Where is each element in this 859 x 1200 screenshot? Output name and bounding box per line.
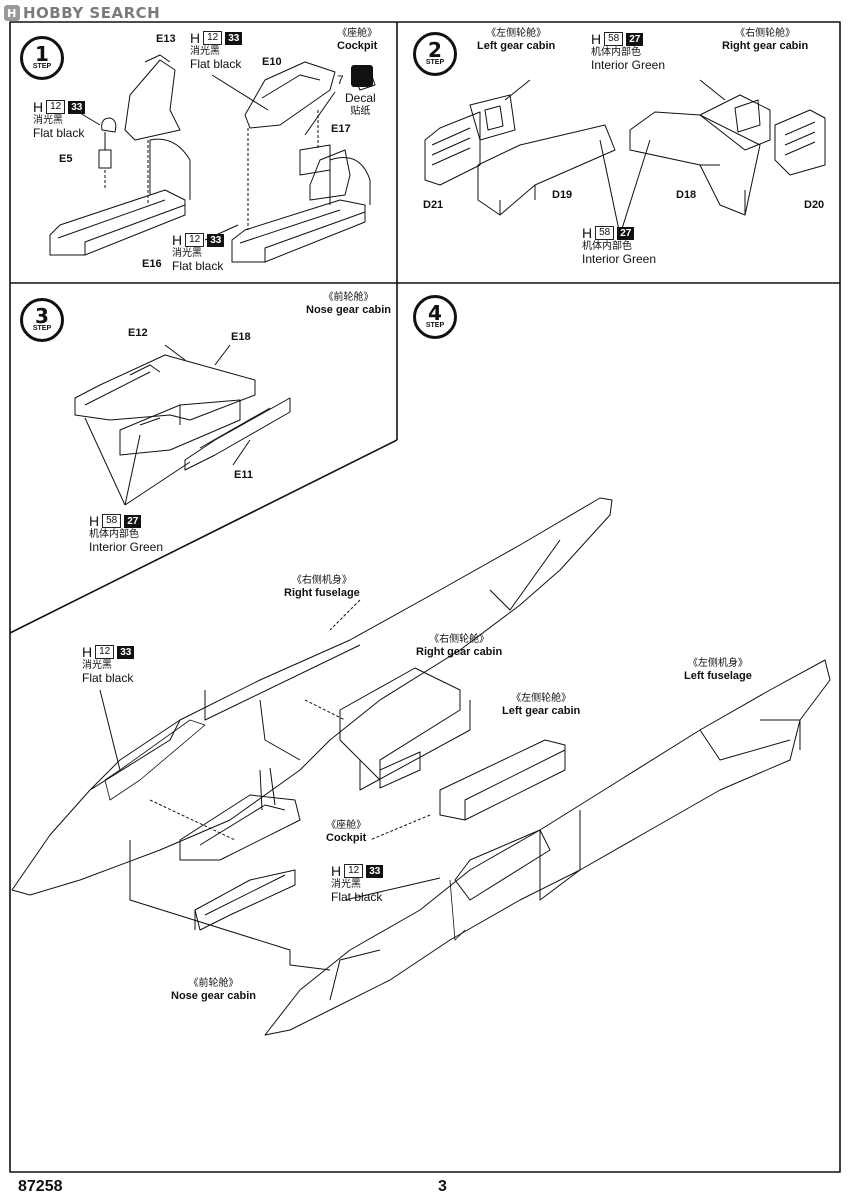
page-number: 3 [438, 1178, 447, 1195]
part-d20: D20 [804, 199, 825, 211]
part-e13: E13 [156, 33, 176, 45]
part-d18: D18 [676, 189, 697, 201]
part-d21: D21 [423, 199, 444, 211]
step4-left-fuselage-label: 《左侧机身》 Left fuselage [684, 658, 752, 682]
step4-nose-gear-label: 《前轮舱》 Nose gear cabin [171, 978, 256, 1002]
hobby-search-logo-icon: H [4, 5, 20, 21]
hobby-search-watermark: H HOBBY SEARCH [4, 4, 160, 22]
step4-drawing [11, 497, 831, 1036]
part-e5: E5 [59, 153, 73, 165]
part-e10: E10 [262, 56, 282, 68]
step2-right-gear-label: 《右侧轮舱》 Right gear cabin [722, 28, 809, 52]
step2-left-gear-label: 《左侧轮舱》 Left gear cabin [477, 28, 556, 52]
part-e18: E18 [231, 331, 251, 343]
step1-decal-callout: 7 [337, 73, 344, 87]
step3-drawing [74, 344, 291, 506]
step1-cockpit-label: 《座舱》 Cockpit [337, 28, 378, 52]
watermark-text: HOBBY SEARCH [23, 4, 161, 22]
panel-frames [9, 21, 841, 1173]
step4-right-fuselage-label: 《右侧机身》 Right fuselage [284, 575, 360, 599]
part-e16: E16 [142, 258, 162, 270]
step4-left-gear-label: 《左侧轮舱》 Left gear cabin [502, 693, 581, 717]
model-number: 87258 [18, 1178, 63, 1195]
step1-drawing [49, 54, 376, 263]
step1-decal-label: Decal 贴纸 [345, 91, 376, 118]
step2-drawing [424, 79, 826, 236]
part-d19: D19 [552, 189, 573, 201]
part-e17: E17 [331, 123, 351, 135]
part-e11: E11 [234, 469, 253, 481]
step4-right-gear-label: 《右侧轮舱》 Right gear cabin [416, 634, 503, 658]
step3-nose-gear-label: 《前轮舱》 Nose gear cabin [306, 292, 391, 316]
part-e12: E12 [128, 327, 148, 339]
decal-icon [351, 65, 373, 87]
step4-cockpit-label: 《座舱》 Cockpit [326, 820, 367, 844]
